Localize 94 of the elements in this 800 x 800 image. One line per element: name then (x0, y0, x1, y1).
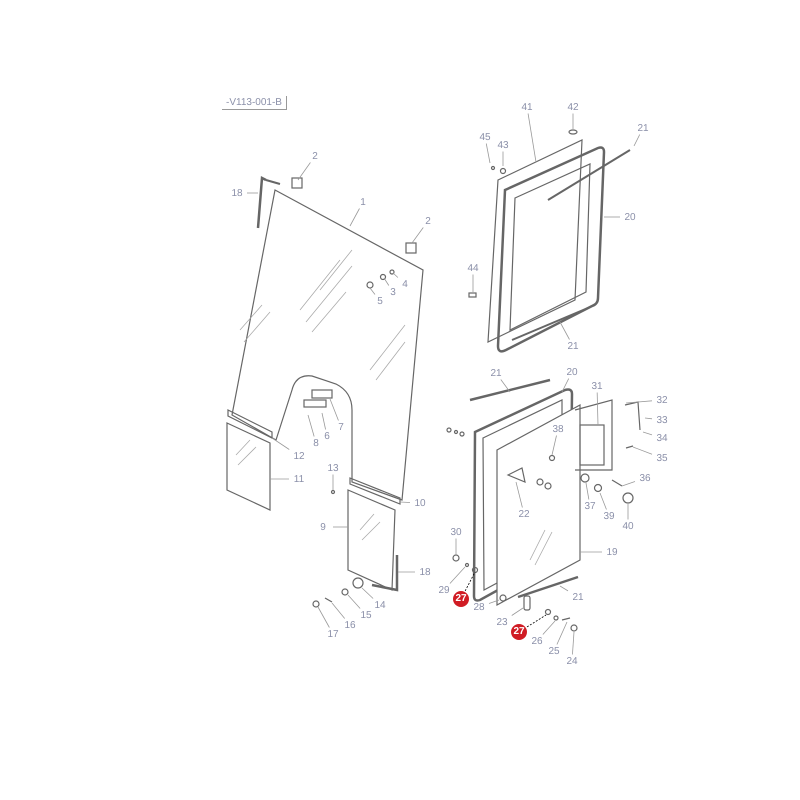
leader-line (502, 151, 504, 166)
callout-number: 22 (514, 508, 534, 520)
callout-number: 15 (356, 608, 376, 622)
callout-number: 24 (562, 654, 582, 668)
leader-line (622, 481, 636, 486)
callout-number: 36 (635, 472, 655, 484)
leader-line (464, 572, 476, 592)
leader-line (412, 227, 424, 244)
callout-number: 33 (652, 414, 672, 426)
leader-line (604, 216, 620, 218)
leader-line (332, 602, 346, 619)
callout-number: 29 (434, 584, 454, 596)
leader-line (270, 478, 290, 480)
callout-number: 21 (486, 366, 506, 380)
leader-line (600, 492, 607, 510)
leader-line (384, 278, 390, 286)
leader-line (400, 502, 410, 503)
callout-number: 12 (289, 450, 309, 462)
leader-line (322, 412, 326, 430)
callout-number: 21 (568, 590, 588, 604)
callout-number: 17 (323, 628, 343, 640)
leader-line (500, 379, 510, 392)
leader-line (370, 288, 376, 295)
leader-line (596, 392, 598, 426)
leader-line (562, 378, 570, 392)
callout-number: 2 (418, 214, 438, 228)
leader-line (586, 482, 590, 500)
leader-line (572, 113, 574, 130)
drawing-number: -V113-001-B (222, 96, 287, 110)
callout-number: 31 (587, 380, 607, 392)
leader-line (556, 622, 568, 645)
callout-number: 28 (469, 600, 489, 614)
callout-number: 26 (527, 634, 547, 648)
callout-number: 18 (415, 566, 435, 578)
callout-number: 21 (633, 122, 653, 134)
callout-number: 35 (652, 452, 672, 464)
leader-line (488, 600, 500, 604)
leader-line (634, 134, 640, 146)
callout-number: 40 (618, 520, 638, 532)
leader-line (642, 432, 652, 436)
leader-line (572, 632, 574, 655)
leader-line (246, 192, 258, 194)
leader-line (511, 608, 524, 616)
callout-number: 18 (227, 186, 247, 200)
callout-number: 34 (652, 432, 672, 444)
callout-number: 42 (563, 100, 583, 114)
callout-number: 2 (305, 150, 325, 162)
callout-number: 20 (562, 366, 582, 378)
leader-line (644, 418, 652, 420)
callout-number: 21 (563, 340, 583, 352)
leader-line (272, 438, 290, 450)
callout-number: 44 (463, 262, 483, 274)
callout-number: 39 (599, 510, 619, 522)
leader-line (298, 162, 311, 180)
callout-number: 19 (602, 546, 622, 558)
callout-number: 10 (410, 496, 430, 510)
leader-line (362, 588, 374, 599)
leader-line (392, 272, 398, 278)
callout-number: 23 (492, 616, 512, 628)
leader-line (472, 274, 474, 292)
callout-number: 43 (493, 138, 513, 152)
leader-line (560, 586, 568, 592)
leader-line (632, 446, 652, 455)
leader-line (330, 398, 339, 421)
leader-line (516, 482, 523, 508)
leader-line (542, 620, 556, 635)
leader-line (552, 435, 557, 456)
leader-line (348, 594, 361, 609)
callout-number: 41 (517, 100, 537, 114)
leader-line (318, 606, 330, 628)
callout-number: 11 (289, 472, 309, 486)
leader-line (350, 208, 360, 226)
leader-line (526, 614, 546, 628)
callout-number: 14 (370, 598, 390, 612)
callout-number: 45 (475, 130, 495, 144)
callout-number: 9 (313, 520, 333, 534)
leader-line (332, 526, 348, 528)
leader-line (332, 474, 334, 490)
leader-line (528, 113, 536, 162)
leader-line (308, 414, 315, 437)
callout-number: 30 (446, 526, 466, 538)
leader-line (560, 322, 570, 340)
callout-number: 37 (580, 500, 600, 512)
callout-number: 16 (340, 618, 360, 632)
callout-number: 20 (620, 210, 640, 224)
leader-line (450, 566, 466, 584)
callout-number: 38 (548, 422, 568, 436)
callout-badge: 27 (511, 624, 527, 640)
callout-number: 32 (652, 394, 672, 406)
callout-number: 1 (353, 196, 373, 208)
leader-line (626, 400, 652, 404)
leader-line (486, 143, 490, 164)
callout-number: 13 (323, 462, 343, 474)
callout-number: 25 (544, 644, 564, 658)
